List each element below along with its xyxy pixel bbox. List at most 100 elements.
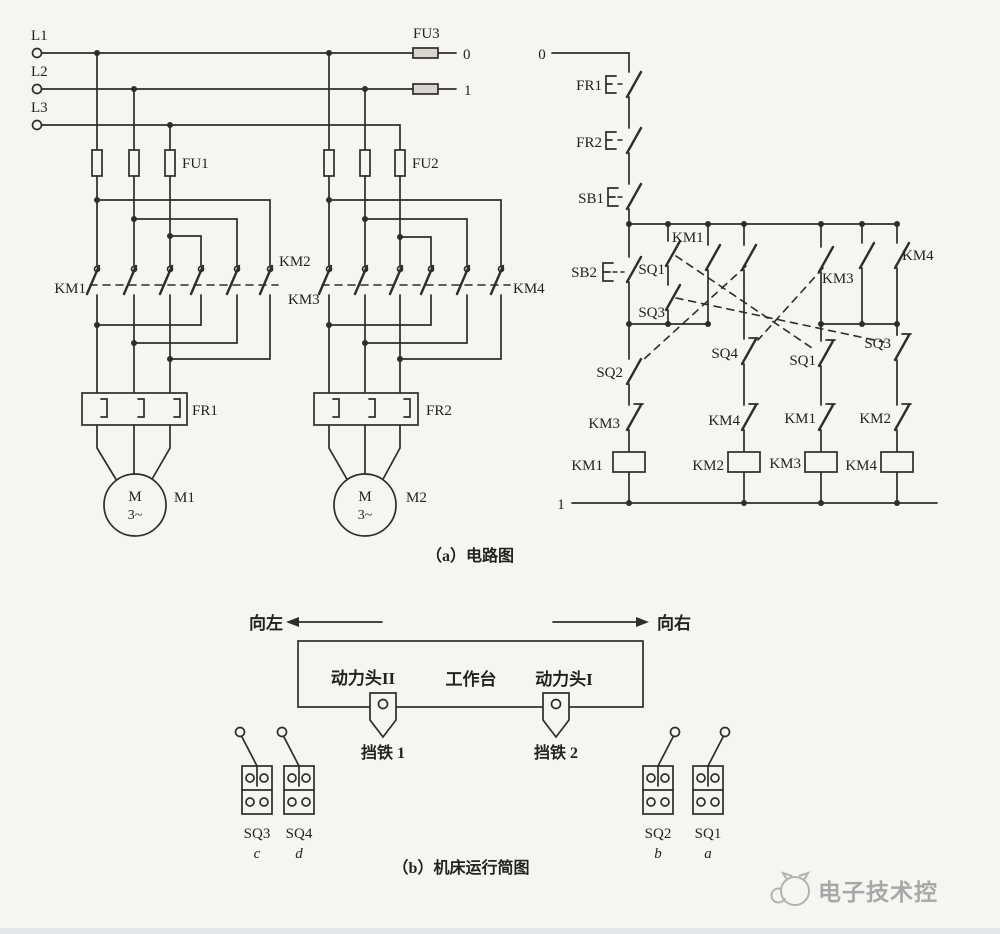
sq1-box-letter: a bbox=[704, 846, 712, 862]
dog-1: 挡铁 1 bbox=[361, 692, 405, 762]
dog-1-label: 挡铁 1 bbox=[361, 743, 405, 762]
sq4-box-label: SQ4 bbox=[286, 826, 313, 842]
km4-nc-label: KM4 bbox=[708, 413, 740, 429]
motor-symbol: M bbox=[128, 489, 141, 505]
fuse-fu3: FU3 0 1 bbox=[412, 26, 472, 99]
caption-b: （b）机床运行简图 bbox=[393, 858, 530, 877]
motor-phase: 3~ bbox=[128, 508, 143, 523]
sq3-box-letter: c bbox=[254, 846, 261, 862]
thermal-relay-fr1: FR1 bbox=[81, 392, 218, 426]
km1-coil bbox=[612, 451, 646, 473]
right-arrow-head bbox=[636, 617, 649, 627]
sq2-box-letter: b bbox=[654, 846, 662, 862]
km1-aux-label: KM1 bbox=[672, 230, 704, 246]
fuse-label-fu3: FU3 bbox=[413, 26, 440, 42]
sq3-no-label: SQ3 bbox=[638, 305, 665, 321]
node-label-1: 1 bbox=[464, 83, 472, 99]
limit-switch-sq1: SQ1 a bbox=[692, 726, 731, 862]
km3-km4-top-contacts: KM3 KM4 bbox=[817, 223, 934, 336]
km2-nc-label: KM2 bbox=[859, 411, 891, 427]
power-head-1-label: 动力头I bbox=[535, 669, 593, 689]
watermark: 电子技术控 bbox=[770, 871, 938, 906]
terminal-l1 bbox=[31, 47, 43, 59]
supply-terminals: L1 L2 L3 bbox=[31, 28, 48, 131]
watermark-text: 电子技术控 bbox=[818, 879, 938, 905]
fuse-group-fu1: FU1 bbox=[91, 52, 209, 177]
motor-m2: M 3~ M2 bbox=[328, 424, 427, 537]
fuse-label-fu2: FU2 bbox=[412, 156, 439, 172]
sq3-box-label: SQ3 bbox=[244, 826, 271, 842]
sb1-label: SB1 bbox=[578, 191, 604, 207]
sq4-box-letter: d bbox=[295, 846, 303, 862]
motor-m1: M 3~ M1 bbox=[96, 424, 195, 537]
fr2-label: FR2 bbox=[576, 135, 602, 151]
km2-coil-label: KM2 bbox=[692, 458, 724, 474]
km1-coil-label: KM1 bbox=[571, 458, 603, 474]
contactor-label-km1: KM1 bbox=[54, 281, 86, 297]
machine-diagram: 向左 向右 动力头II 工作台 动力头I 挡铁 1 挡铁 2 bbox=[234, 613, 731, 877]
km3-coil bbox=[804, 451, 838, 473]
limit-switch-sq4: SQ4 d bbox=[276, 726, 315, 862]
mechanical-linkage-dashes bbox=[642, 255, 885, 361]
control-node-0: 0 bbox=[538, 47, 546, 63]
sq1-no-label: SQ1 bbox=[638, 262, 665, 278]
km3-km4-contact-bank: KM3 KM4 bbox=[288, 175, 545, 394]
right-arrow-label: 向右 bbox=[657, 613, 691, 633]
supply-rails bbox=[41, 52, 457, 151]
motor-label-m1: M1 bbox=[174, 490, 195, 506]
sq1-box-label: SQ1 bbox=[695, 826, 722, 842]
sq2-box-label: SQ2 bbox=[645, 826, 672, 842]
phase-label-l2: L2 bbox=[31, 64, 48, 80]
phase-label-l1: L1 bbox=[31, 28, 48, 44]
left-arrow-head bbox=[286, 617, 299, 627]
fr1-label: FR1 bbox=[576, 78, 602, 94]
phase-label-l3: L3 bbox=[31, 100, 48, 116]
worktable-label: 工作台 bbox=[446, 669, 497, 689]
motor-symbol: M bbox=[358, 489, 371, 505]
left-arrow-label: 向左 bbox=[249, 613, 283, 633]
fuse-group-fu2: FU2 bbox=[323, 52, 439, 177]
sq2-label: SQ2 bbox=[596, 365, 623, 381]
node-label-0: 0 bbox=[463, 47, 471, 63]
km3-aux-label: KM3 bbox=[822, 271, 854, 287]
km2-coil bbox=[727, 451, 761, 473]
sb1-stop-button: SB1 bbox=[578, 182, 643, 211]
contactor-label-km3: KM3 bbox=[288, 292, 320, 308]
bottom-strip bbox=[0, 928, 1000, 934]
sq1-nc-label: SQ1 bbox=[789, 353, 816, 369]
thermal-relay-fr2: FR2 bbox=[313, 392, 452, 426]
contact-levers-left bbox=[85, 264, 274, 296]
fuse-label-fu1: FU1 bbox=[182, 156, 209, 172]
limit-switch-sq3: SQ3 c bbox=[234, 726, 273, 862]
watermark-logo-icon bbox=[780, 876, 810, 906]
thermal-label-fr2: FR2 bbox=[426, 403, 452, 419]
fr2-nc-contact: FR2 bbox=[576, 126, 643, 155]
motor-phase: 3~ bbox=[358, 508, 373, 523]
terminal-l2 bbox=[31, 83, 43, 95]
sq1-sq3-branch: SQ1 SQ3 bbox=[638, 223, 682, 325]
power-circuit: L1 L2 L3 FU3 0 1 FU1 bbox=[31, 26, 545, 565]
contact-levers-right bbox=[317, 264, 505, 296]
worktable-outline bbox=[297, 640, 644, 708]
dog-2: 挡铁 2 bbox=[534, 692, 578, 762]
km4-coil-label: KM4 bbox=[845, 458, 877, 474]
column-km1: SQ2 KM3 KM1 bbox=[571, 357, 646, 474]
km1-nc-label: KM1 bbox=[784, 411, 816, 427]
km4-aux-label: KM4 bbox=[902, 248, 934, 264]
km3-nc-label: KM3 bbox=[588, 416, 620, 432]
km1-selfhold-contact: KM1 bbox=[672, 223, 722, 325]
power-head-2-label: 动力头II bbox=[331, 668, 396, 688]
caption-a: （a）电路图 bbox=[426, 546, 514, 565]
sq4-label: SQ4 bbox=[711, 346, 738, 362]
km4-coil bbox=[880, 451, 914, 473]
sb2-start-button: SB2 bbox=[571, 255, 643, 284]
column-km2: SQ4 KM4 KM2 bbox=[692, 223, 761, 504]
control-node-1: 1 bbox=[557, 497, 565, 513]
fr1-nc-contact: FR1 bbox=[576, 70, 643, 99]
sb2-label: SB2 bbox=[571, 265, 597, 281]
column-km4: SQ3 KM2 KM4 bbox=[845, 333, 914, 504]
contactor-label-km2: KM2 bbox=[279, 254, 311, 270]
contactor-label-km4: KM4 bbox=[513, 281, 545, 297]
